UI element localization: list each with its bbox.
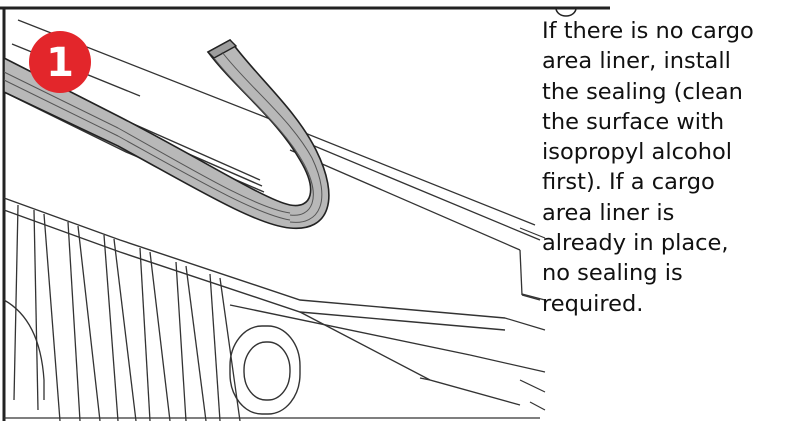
step-number: 1 <box>46 40 74 86</box>
instruction-line: no sealing is <box>542 260 683 287</box>
instruction-text: If there is no cargo area liner, install… <box>542 16 792 319</box>
bed-ribs <box>3 204 241 421</box>
instruction-line: the sealing (clean <box>542 78 743 105</box>
instruction-line: area liner, install <box>542 48 731 75</box>
instruction-line: isopropyl alcohol <box>542 139 732 166</box>
bed-edge <box>3 197 521 406</box>
instruction-line: the surface with <box>542 108 725 135</box>
instruction-line: first). If a cargo <box>542 169 715 196</box>
step-badge: 1 <box>29 31 91 93</box>
leader-lines <box>469 227 546 411</box>
instruction-line: already in place, <box>542 230 729 257</box>
step-badge-circle <box>29 31 91 93</box>
instruction-line: required. <box>542 290 644 317</box>
sealing-strip <box>3 38 330 230</box>
handle-recess <box>229 325 301 415</box>
instruction-line: area liner is <box>542 199 675 226</box>
bed-rail-lines <box>11 19 541 301</box>
instruction-line: If there is no cargo <box>542 18 754 44</box>
top-edge-circle <box>555 7 577 17</box>
